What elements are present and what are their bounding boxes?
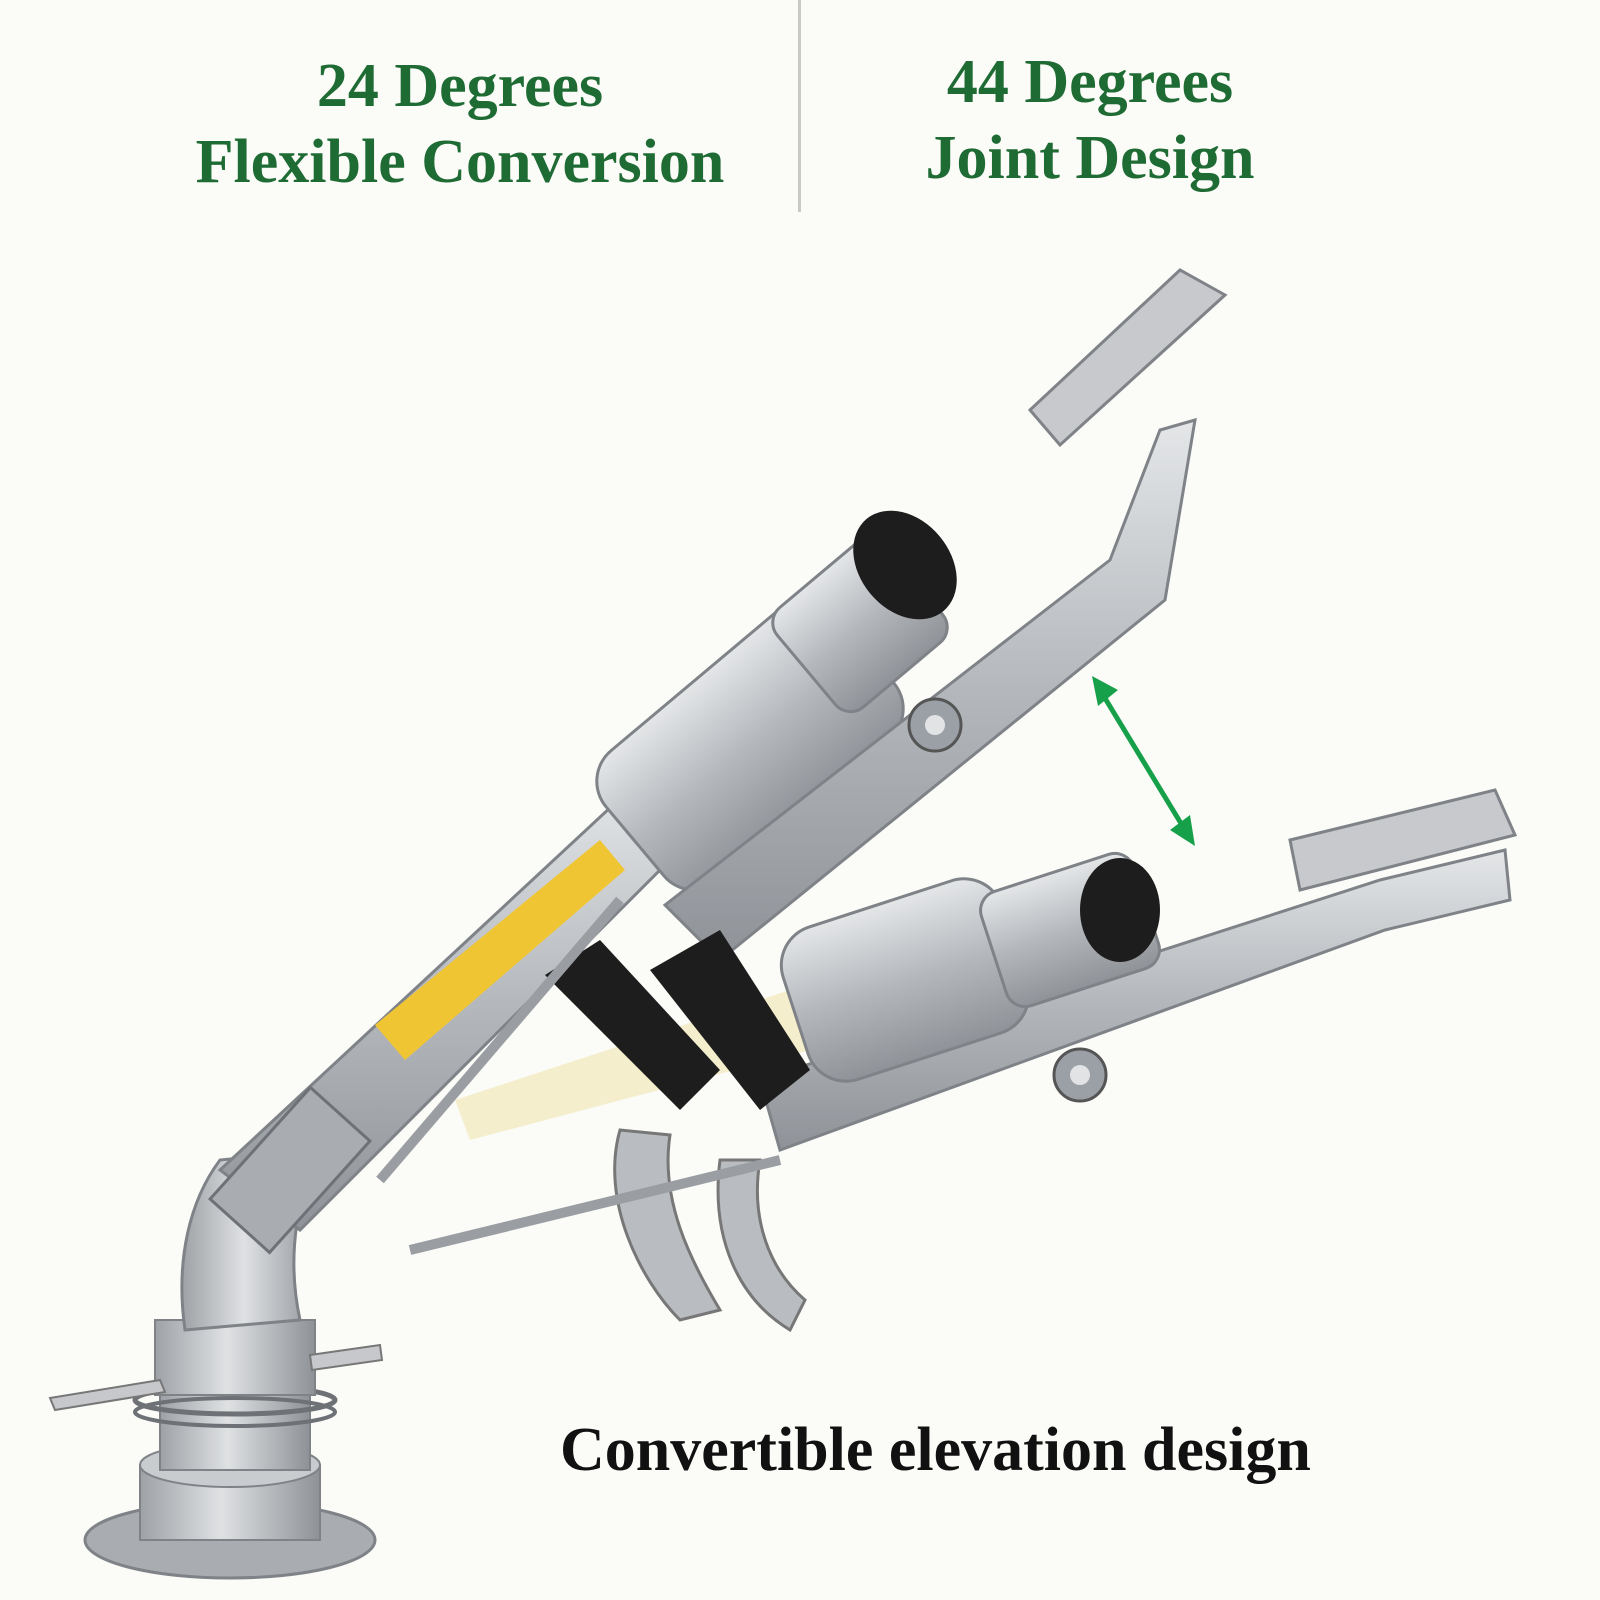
right-heading-line2: Joint Design [925, 124, 1255, 192]
sprinkler-gun-illustration [48, 268, 1518, 1580]
right-heading: 44 Degrees Joint Design [740, 44, 1440, 196]
header-divider [798, 0, 801, 212]
caption: Convertible elevation design [560, 1416, 1311, 1484]
upper-position-gun [207, 268, 1228, 1255]
double-headed-arrow-icon [1092, 676, 1195, 846]
right-heading-line1: 44 Degrees [946, 48, 1234, 116]
left-heading: 24 Degrees Flexible Conversion [110, 48, 810, 200]
header: 24 Degrees Flexible Conversion 44 Degree… [0, 0, 1600, 220]
left-heading-line2: Flexible Conversion [195, 128, 725, 196]
lower-position-gun [408, 788, 1518, 1333]
left-heading-line1: 24 Degrees [316, 52, 604, 120]
base-flange [48, 1319, 384, 1580]
